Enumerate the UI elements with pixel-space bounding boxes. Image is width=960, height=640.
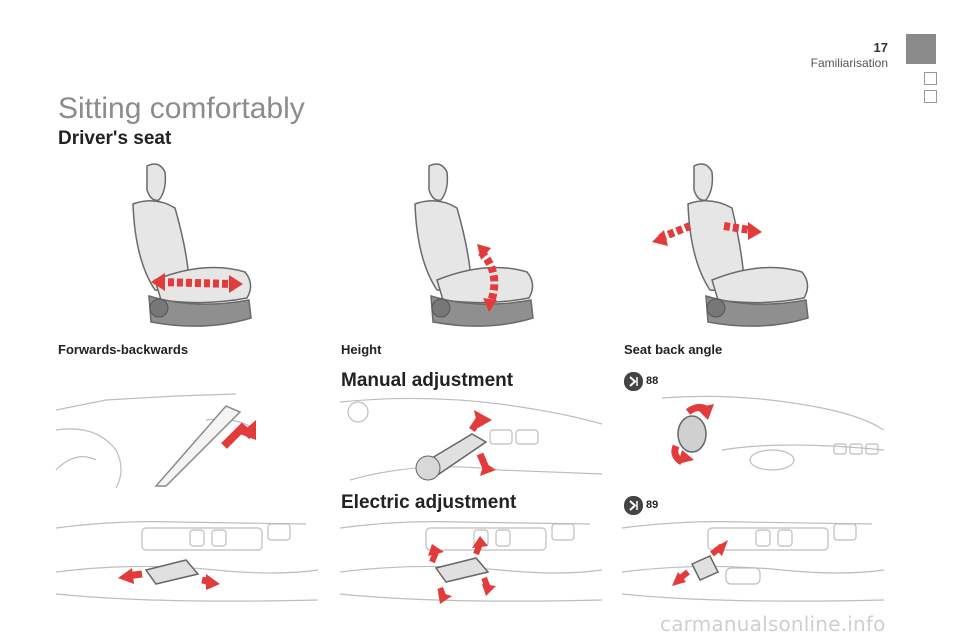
chapter-title: Familiarisation xyxy=(810,56,888,70)
electric-adjustment-heading: Electric adjustment xyxy=(341,492,517,513)
seat-height-illustration xyxy=(414,163,534,327)
chevron-right-icon[interactable] xyxy=(624,372,643,391)
section-title: Driver's seat xyxy=(58,128,172,149)
manual-adjustment-heading: Manual adjustment xyxy=(341,370,514,391)
caption-seat-back-angle: Seat back angle xyxy=(624,342,723,357)
switch-illustration-seat-back xyxy=(621,521,885,602)
caption-forwards-backwards: Forwards-backwards xyxy=(58,342,189,357)
knob-illustration-seat-back xyxy=(661,395,885,471)
chevron-right-icon[interactable] xyxy=(624,496,643,515)
page-title: Sitting comfortably xyxy=(58,92,305,125)
manual-page-reference[interactable]: 88 xyxy=(646,375,659,387)
switch-illustration-forwards xyxy=(55,521,319,602)
electric-page-reference[interactable]: 89 xyxy=(646,499,659,511)
lever-illustration-height xyxy=(339,397,603,481)
page-number: 17 xyxy=(873,40,888,55)
lever-illustration-forwards xyxy=(55,393,257,489)
nav-box-2 xyxy=(924,90,937,103)
chapter-tab xyxy=(906,34,936,64)
seat-forwards-illustration xyxy=(132,163,252,327)
nav-box-1 xyxy=(924,72,937,85)
switch-illustration-height xyxy=(339,521,603,604)
seat-back-angle-illustration xyxy=(652,163,809,327)
caption-height: Height xyxy=(341,342,382,357)
footer-watermark: carmanualsonline.info xyxy=(660,612,886,636)
